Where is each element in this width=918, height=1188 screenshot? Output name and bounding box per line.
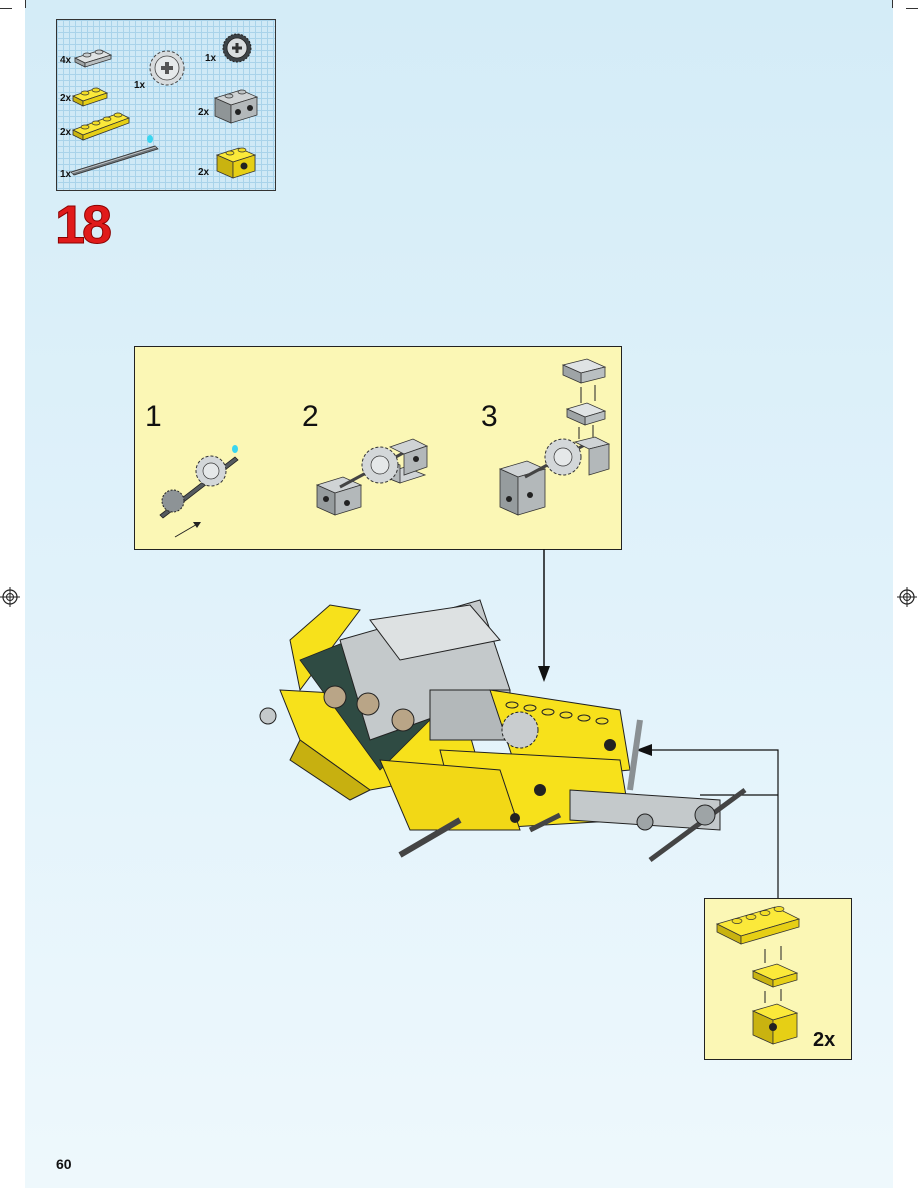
page-number: 60 (56, 1156, 72, 1172)
yellow-plate-and-brick-stack (717, 907, 799, 1045)
arrow-down-icon (538, 666, 550, 682)
callout-count: 2x (813, 1029, 835, 1052)
callout-panel: 2x (704, 898, 852, 1060)
vehicle-model (260, 600, 745, 860)
